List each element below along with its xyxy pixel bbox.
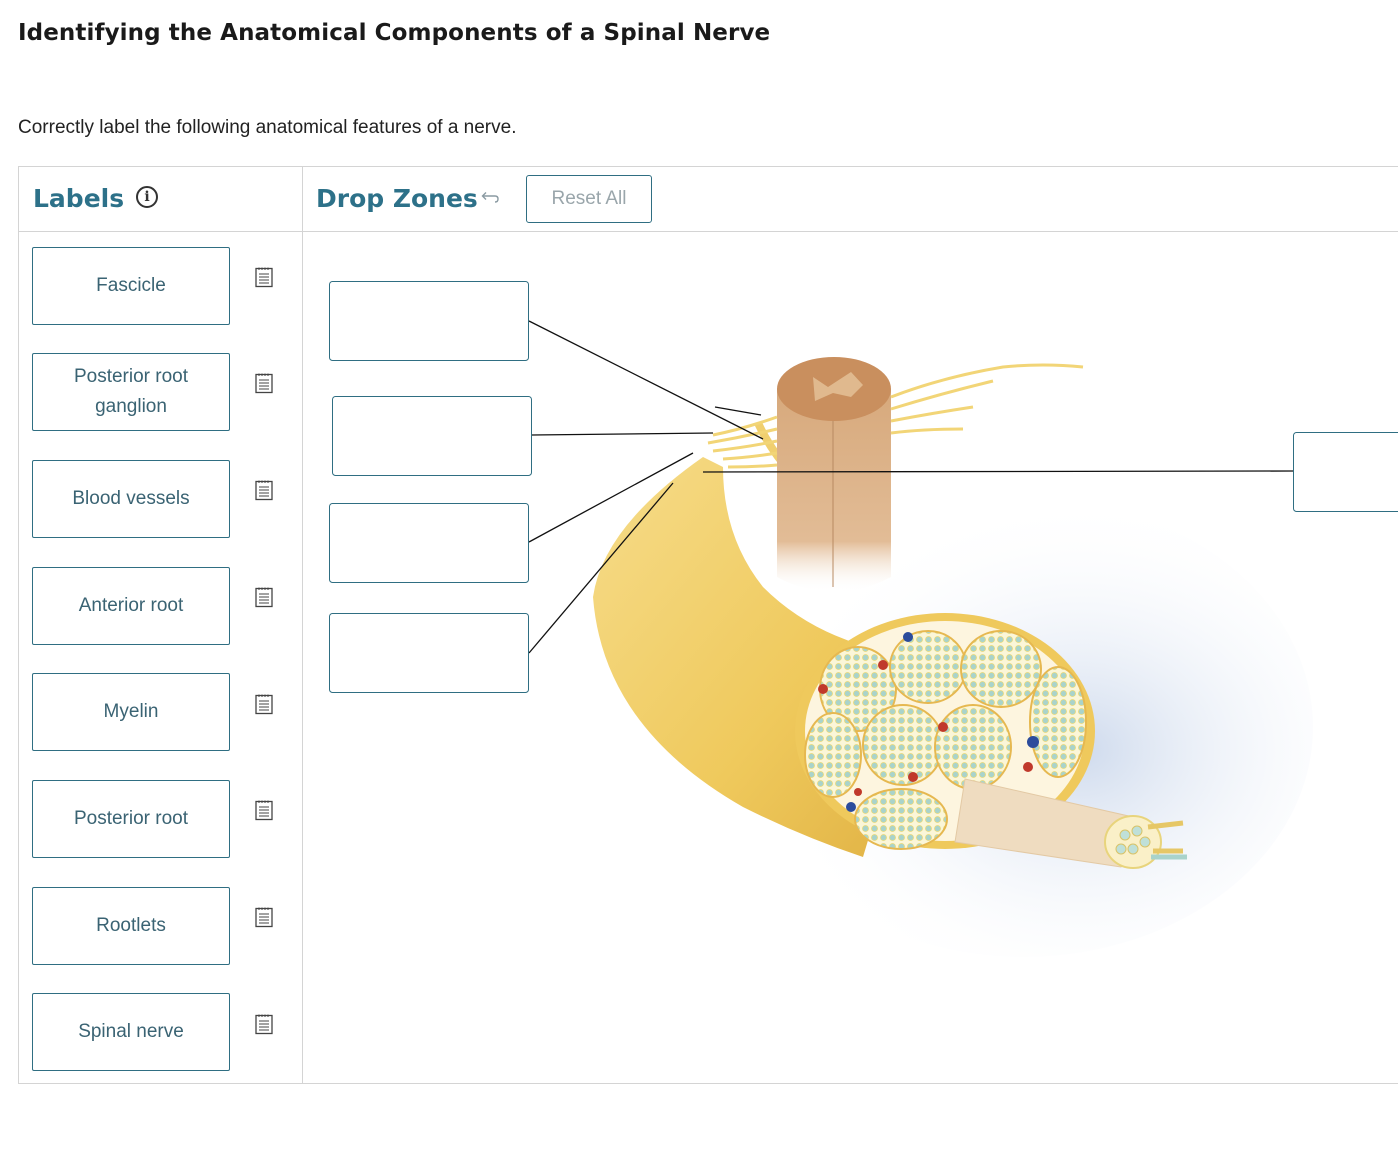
label-text: Posterior root: [73, 808, 189, 829]
label-myelin[interactable]: Myelin: [32, 673, 230, 751]
labels-heading: Labels: [33, 184, 125, 213]
notes-icon[interactable]: [255, 267, 273, 288]
label-text: Rootlets: [96, 915, 166, 936]
drop-zones-column: Drop Zones Reset All: [303, 167, 1398, 1083]
drop-zone[interactable]: [329, 613, 529, 693]
drop-zone[interactable]: [329, 281, 529, 361]
notes-icon[interactable]: [255, 907, 273, 928]
drop-zone[interactable]: [332, 396, 532, 476]
notes-icon[interactable]: [255, 373, 273, 394]
label-rootlets[interactable]: Rootlets: [32, 887, 230, 965]
instructions-text: Correctly label the following anatomical…: [18, 117, 517, 138]
drop-zone[interactable]: [1293, 432, 1398, 512]
label-anterior-root[interactable]: Anterior root: [32, 567, 230, 645]
reset-all-button[interactable]: Reset All: [526, 175, 652, 223]
label-text: Myelin: [103, 701, 159, 722]
label-text: Posterior root ganglion: [73, 366, 189, 417]
label-text: Blood vessels: [72, 488, 190, 509]
undo-icon[interactable]: [478, 189, 500, 207]
label-posterior-root-ganglion[interactable]: Posterior root ganglion: [32, 353, 230, 431]
notes-icon[interactable]: [255, 480, 273, 501]
label-blood-vessels[interactable]: Blood vessels: [32, 460, 230, 538]
label-spinal-nerve[interactable]: Spinal nerve: [32, 993, 230, 1071]
notes-icon[interactable]: [255, 694, 273, 715]
notes-icon[interactable]: [255, 587, 273, 608]
drop-zones-heading: Drop Zones: [316, 184, 478, 213]
page-title: Identifying the Anatomical Components of…: [18, 20, 771, 46]
labeling-panel: Labels i Fascicle Posterior root ganglio…: [18, 166, 1398, 1084]
drop-zones-header: Drop Zones Reset All: [303, 167, 1398, 232]
notes-icon[interactable]: [255, 800, 273, 821]
drop-zone[interactable]: [329, 503, 529, 583]
label-text: Anterior root: [78, 595, 184, 616]
labels-header: Labels i: [19, 167, 302, 232]
label-text: Fascicle: [96, 275, 166, 296]
spinal-nerve-illustration: [329, 281, 1398, 957]
labels-column: Labels i Fascicle Posterior root ganglio…: [19, 167, 303, 1083]
label-fascicle[interactable]: Fascicle: [32, 247, 230, 325]
info-icon[interactable]: i: [136, 186, 158, 208]
notes-icon[interactable]: [255, 1014, 273, 1035]
label-posterior-root[interactable]: Posterior root: [32, 780, 230, 858]
label-text: Spinal nerve: [78, 1021, 184, 1042]
